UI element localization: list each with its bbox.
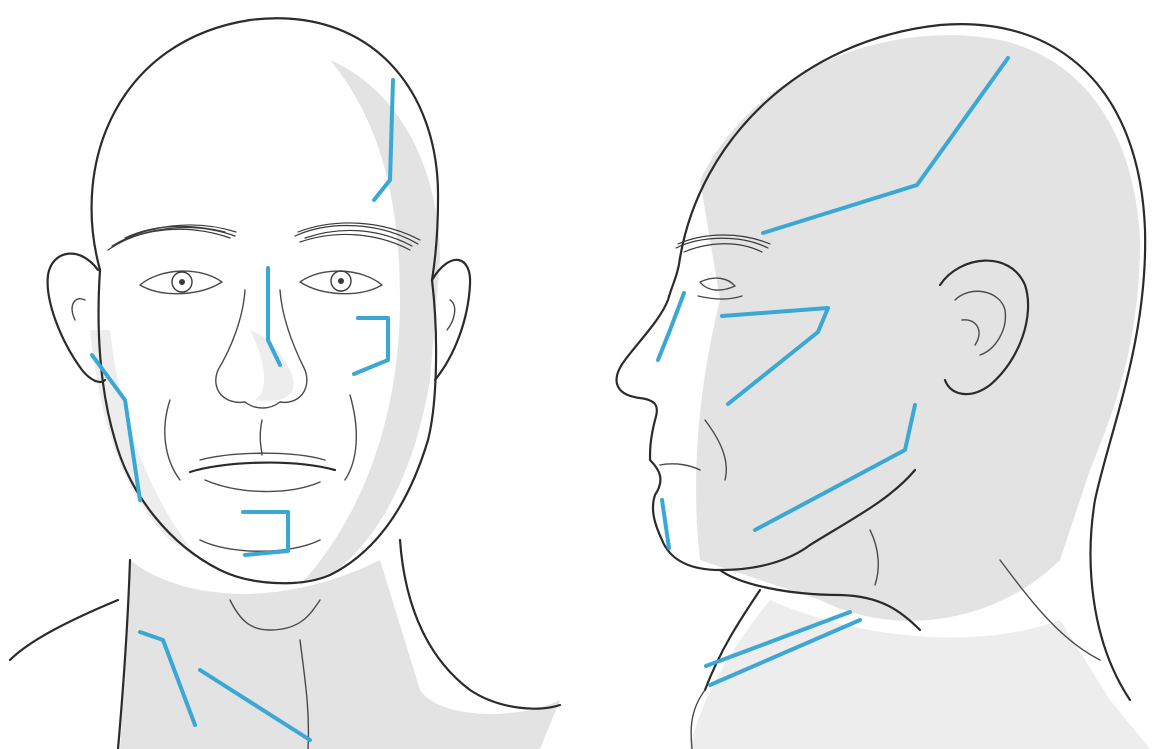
front-mouth bbox=[190, 420, 335, 492]
front-cheek-line bbox=[354, 318, 388, 374]
profile-nose-line bbox=[658, 293, 684, 360]
front-chin-line bbox=[243, 512, 288, 555]
front-view-head bbox=[10, 18, 560, 749]
front-eyes bbox=[140, 271, 382, 294]
profile-view-head bbox=[617, 24, 1150, 749]
front-eyebrows bbox=[108, 223, 420, 250]
